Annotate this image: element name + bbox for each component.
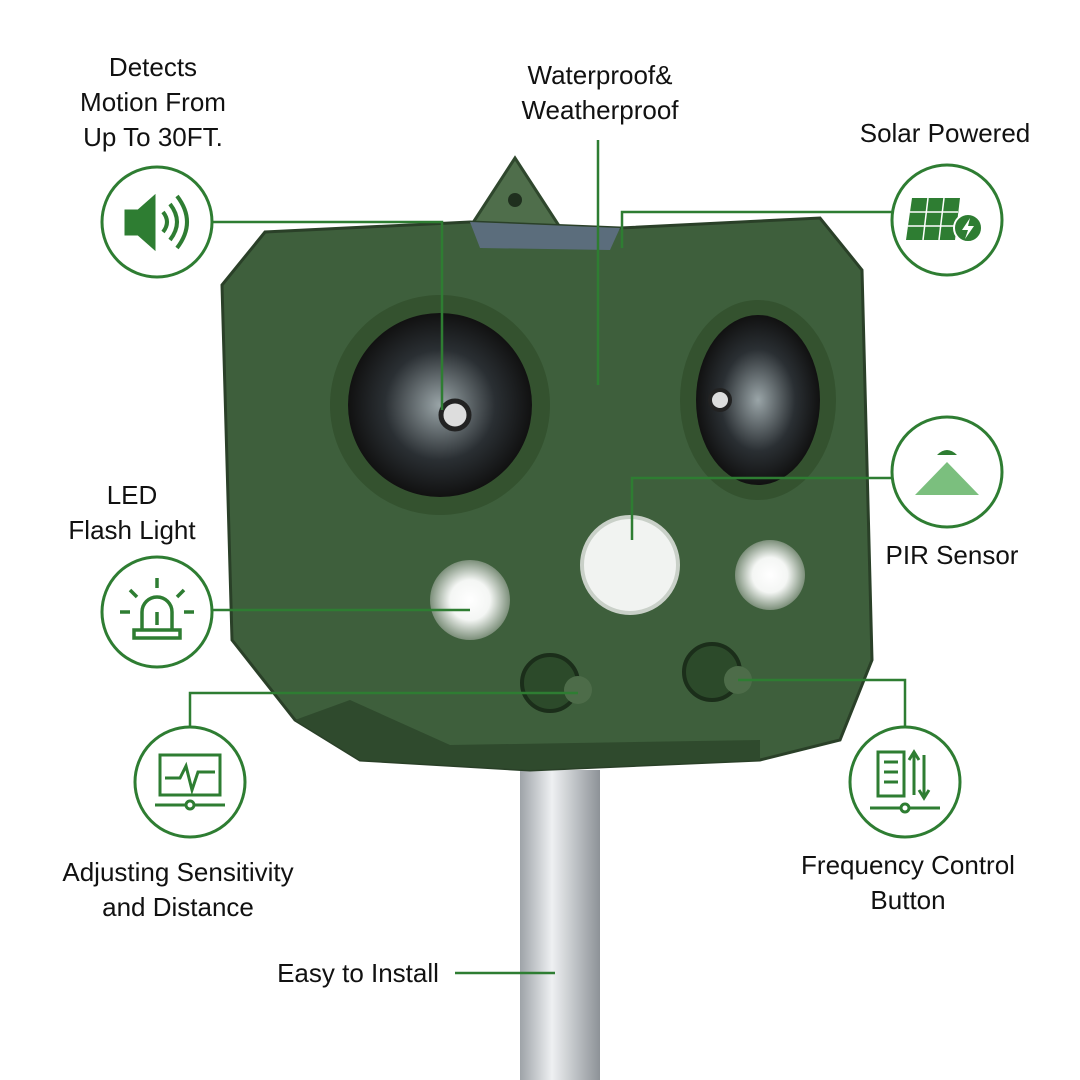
alarm-light-icon [120,578,194,640]
led-label-line: LED [106,480,158,510]
motion-label-line: Motion From [80,87,226,117]
mounting-pole [520,770,600,1080]
sensitivity-label-line: Adjusting Sensitivity [62,857,294,887]
left-speaker [348,313,532,497]
monitor-pulse-icon [155,753,225,811]
motion-label-line: Up To 30FT. [83,122,223,152]
install-label: Easy to Install [277,956,439,991]
frequency-label: Frequency Control Button [801,848,1015,918]
frequency-control-icon [870,749,940,814]
callout-lines [188,140,907,975]
left-led-light [430,560,510,640]
led-label: LED Flash Light [68,478,195,548]
pir-label: PIR Sensor [886,538,1019,573]
sensitivity-label-line: and Distance [102,892,254,922]
pir-lens [580,515,680,615]
motion-label: Detects Motion From Up To 30FT. [80,50,226,155]
sensitivity-label: Adjusting Sensitivity and Distance [62,855,293,925]
pir-label-line: PIR Sensor [885,540,1019,570]
right-led-light [735,540,805,610]
speaker-icon [124,193,189,252]
waterproof-label-line: Weatherproof [521,95,679,125]
pir-sensor-icon [915,450,979,495]
frequency-label-line: Button [870,885,946,915]
frequency-label-line: Frequency Control [801,850,1015,880]
install-label-line: Easy to Install [277,958,439,988]
solar-panel-icon [906,197,983,243]
led-label-line: Flash Light [68,515,196,545]
motion-label-line: Detects [108,52,198,82]
motion-icon-circle [100,165,214,279]
waterproof-label-line: Waterproof& [527,60,673,90]
solar-label-line: Solar Powered [859,118,1031,148]
solar-label: Solar Powered [860,116,1031,151]
waterproof-label: Waterproof& Weatherproof [521,58,678,128]
right-speaker [696,315,820,485]
